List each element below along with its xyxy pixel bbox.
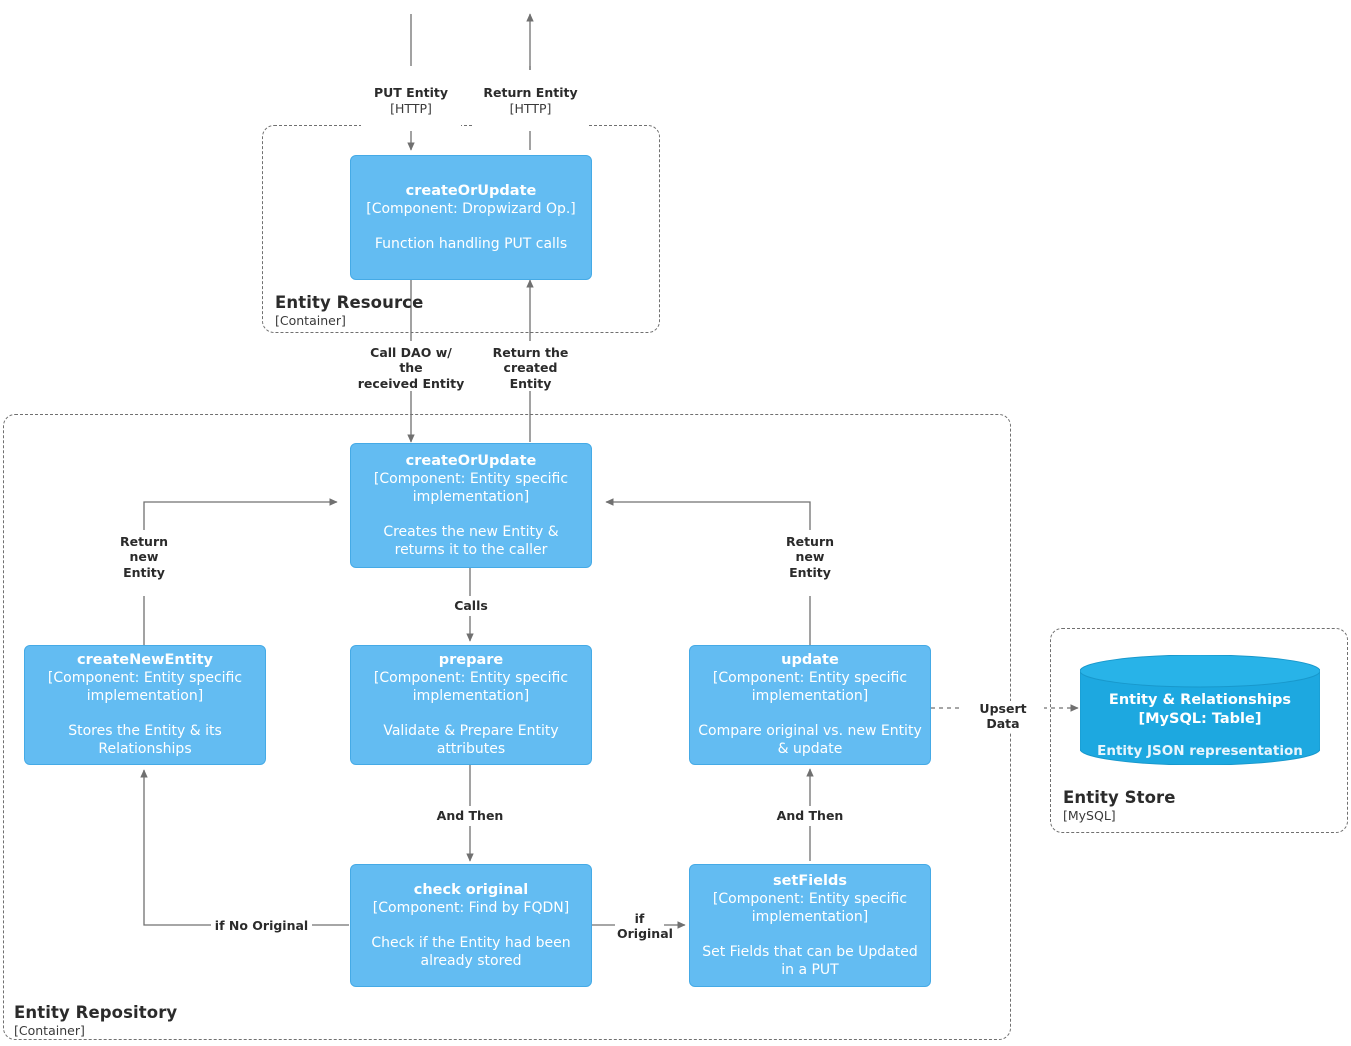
boundary-label-entity-repository: Entity Repository [Container] bbox=[14, 1003, 178, 1038]
edge-label-tech: [HTTP] bbox=[509, 100, 552, 116]
boundary-name: Entity Repository bbox=[14, 1003, 178, 1022]
edge-label-return-created: Return the created Entity bbox=[464, 345, 597, 391]
edge-label-if-no-original: if No Original bbox=[211, 918, 312, 934]
component-update[interactable]: update [Component: Entity specific imple… bbox=[689, 645, 931, 765]
edge-label-tech: [HTTP] bbox=[390, 100, 432, 116]
component-check-original[interactable]: check original [Component: Find by FQDN]… bbox=[350, 864, 592, 987]
cylinder-shape bbox=[1080, 655, 1320, 765]
component-description: Stores the Entity & its Relationships bbox=[68, 723, 222, 758]
component-name: update bbox=[781, 652, 839, 669]
boundary-tech: [MySQL] bbox=[1063, 807, 1116, 823]
edge-label-upsert-data: Upsert Data bbox=[962, 701, 1044, 732]
edge-label-text: Return Entity bbox=[483, 85, 578, 101]
component-repo-createorupdate[interactable]: createOrUpdate [Component: Entity specif… bbox=[350, 443, 592, 568]
component-description: Check if the Entity had been already sto… bbox=[371, 934, 571, 969]
database-name: Entity & Relationships bbox=[1108, 692, 1292, 708]
component-name: check original bbox=[413, 881, 529, 898]
component-tech: [Component: Find by FQDN] bbox=[372, 899, 570, 916]
component-tech: [Component: Entity specific implementati… bbox=[712, 670, 908, 705]
boundary-name: Entity Resource bbox=[275, 293, 424, 312]
edge-label-and-then-left: And Then bbox=[430, 808, 510, 824]
component-description: Set Fields that can be Updated in a PUT bbox=[702, 943, 918, 978]
edge-label-and-then-right: And Then bbox=[770, 808, 850, 824]
database-description: Entity JSON representation bbox=[1097, 742, 1303, 759]
edge-label-return-entity: Return Entity [HTTP] bbox=[473, 70, 588, 131]
component-prepare[interactable]: prepare [Component: Entity specific impl… bbox=[350, 645, 592, 765]
edge-label-call-dao: Call DAO w/ the received Entity bbox=[351, 345, 471, 391]
component-name: prepare bbox=[438, 652, 504, 669]
boundary-label-entity-resource: Entity Resource [Container] bbox=[275, 293, 424, 328]
component-name: createOrUpdate bbox=[405, 183, 537, 200]
boundary-tech: [Container] bbox=[14, 1022, 85, 1038]
component-description: Function handling PUT calls bbox=[374, 235, 568, 252]
component-tech: [Component: Entity specific implementati… bbox=[373, 470, 569, 505]
component-create-new-entity[interactable]: createNewEntity [Component: Entity speci… bbox=[24, 645, 266, 765]
boundary-entity-resource bbox=[262, 125, 660, 333]
boundary-entity-store bbox=[1050, 628, 1348, 833]
edge-label-put-entity: PUT Entity [HTTP] bbox=[361, 70, 461, 131]
edge-label-text: PUT Entity bbox=[373, 85, 448, 101]
boundary-label-entity-store: Entity Store [MySQL] bbox=[1063, 788, 1176, 823]
edge-label-return-new-right: Return new Entity bbox=[775, 534, 845, 580]
component-description: Creates the new Entity & returns it to t… bbox=[383, 523, 559, 558]
component-tech: [Component: Entity specific implementati… bbox=[47, 670, 243, 705]
edge-label-return-new-left: Return new Entity bbox=[109, 534, 179, 580]
component-name: setFields bbox=[772, 872, 848, 889]
boundary-tech: [Container] bbox=[275, 312, 346, 328]
component-description: Validate & Prepare Entity attributes bbox=[383, 723, 559, 758]
component-tech: [Component: Dropwizard Op.] bbox=[366, 200, 576, 217]
component-resource-createorupdate[interactable]: createOrUpdate [Component: Dropwizard Op… bbox=[350, 155, 592, 280]
component-name: createOrUpdate bbox=[405, 452, 537, 469]
component-tech: [Component: Entity specific implementati… bbox=[712, 890, 908, 925]
component-description: Compare original vs. new Entity & update bbox=[698, 723, 922, 758]
boundary-name: Entity Store bbox=[1063, 788, 1176, 807]
component-tech: [Component: Entity specific implementati… bbox=[373, 670, 569, 705]
component-set-fields[interactable]: setFields [Component: Entity specific im… bbox=[689, 864, 931, 987]
database-text: Entity & Relationships [MySQL: Table] En… bbox=[1080, 691, 1320, 760]
edge-label-if-original: if Original bbox=[615, 911, 673, 942]
database-entity-relationships[interactable]: Entity & Relationships [MySQL: Table] En… bbox=[1080, 655, 1320, 765]
component-name: createNewEntity bbox=[76, 652, 213, 669]
database-tech: [MySQL: Table] bbox=[1138, 710, 1262, 727]
edge-label-calls: Calls bbox=[436, 598, 506, 614]
